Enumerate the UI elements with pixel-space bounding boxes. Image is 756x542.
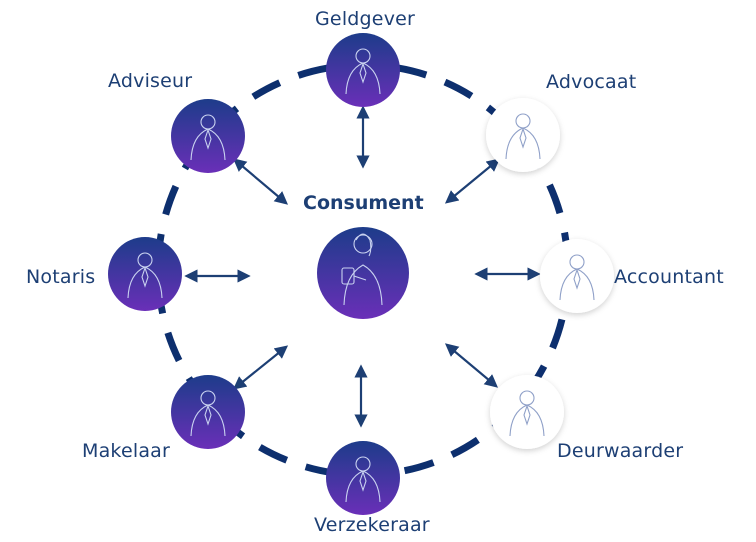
- advocaat-person-icon: [505, 113, 541, 160]
- center-node[interactable]: [317, 227, 409, 319]
- verzekeraar-circle: [326, 441, 400, 515]
- adviseur-person-icon: [190, 114, 226, 161]
- node-adviseur[interactable]: [171, 99, 245, 173]
- consument-circle: [317, 227, 409, 319]
- outer-nodes: [108, 33, 614, 515]
- label-deurwaarder: Deurwaarder: [557, 440, 684, 462]
- arrow-makelaar: [232, 345, 289, 390]
- arrow-advocaat: [444, 158, 501, 204]
- label-adviseur: Adviseur: [108, 70, 193, 92]
- node-verzekeraar[interactable]: [326, 441, 400, 515]
- notaris-person-icon: [127, 252, 163, 299]
- node-advocaat[interactable]: [486, 98, 560, 172]
- arrow-deurwaarder: [444, 343, 499, 388]
- notaris-circle: [108, 237, 182, 311]
- center-label: Consument: [303, 192, 424, 214]
- makelaar-circle: [171, 375, 245, 449]
- node-notaris[interactable]: [108, 237, 182, 311]
- label-geldgever: Geldgever: [315, 8, 416, 30]
- deurwaarder-person-icon: [509, 390, 545, 437]
- consument-person-icon: [341, 233, 383, 306]
- node-accountant[interactable]: [540, 239, 614, 313]
- advocaat-circle: [486, 98, 560, 172]
- arrow-adviseur: [232, 158, 289, 205]
- label-notaris: Notaris: [26, 266, 96, 288]
- geldgever-person-icon: [345, 48, 381, 95]
- accountant-person-icon: [559, 254, 595, 301]
- geldgever-circle: [326, 33, 400, 107]
- label-verzekeraar: Verzekeraar: [314, 514, 430, 536]
- node-makelaar[interactable]: [171, 375, 245, 449]
- adviseur-circle: [171, 99, 245, 173]
- label-advocaat: Advocaat: [546, 71, 637, 93]
- label-accountant: Accountant: [614, 266, 724, 288]
- label-makelaar: Makelaar: [82, 440, 171, 462]
- connection-arrows: [184, 105, 541, 428]
- deurwaarder-circle: [490, 375, 564, 449]
- verzekeraar-person-icon: [345, 456, 381, 503]
- makelaar-person-icon: [190, 390, 226, 437]
- node-deurwaarder[interactable]: [490, 375, 564, 449]
- node-geldgever[interactable]: [326, 33, 400, 107]
- accountant-circle: [540, 239, 614, 313]
